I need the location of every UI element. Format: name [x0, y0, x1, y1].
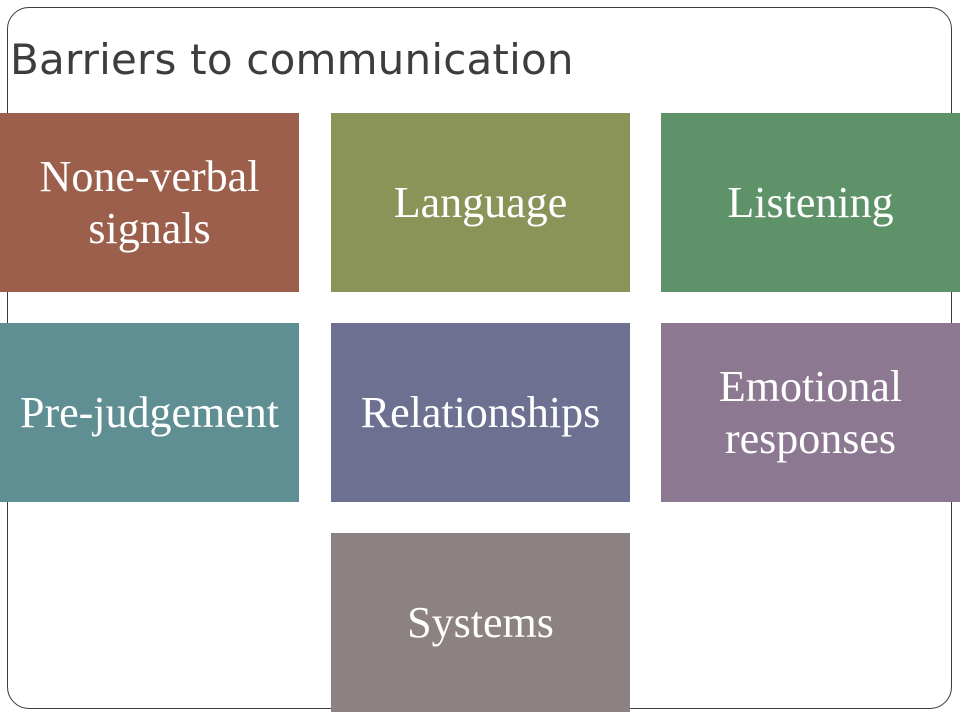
tile-language: Language [331, 113, 630, 292]
tile-label: Listening [727, 177, 894, 227]
tile-listening: Listening [661, 113, 960, 292]
tile-label: Pre-judgement [19, 387, 280, 437]
tile-relationships: Relationships [331, 323, 630, 502]
tile-emotional-responses: Emotional responses [661, 323, 960, 502]
tile-none-verbal-signals: None-verbal signals [0, 113, 299, 292]
tile-systems: Systems [331, 533, 630, 712]
slide-title: Barriers to communication [10, 35, 574, 84]
tile-pre-judgement: Pre-judgement [0, 323, 299, 502]
tile-label: Systems [407, 597, 554, 647]
tile-label: Language [393, 177, 568, 227]
tile-label: Relationships [360, 387, 601, 437]
tile-label: Emotional responses [718, 361, 903, 463]
tile-label: None-verbal signals [39, 151, 260, 253]
